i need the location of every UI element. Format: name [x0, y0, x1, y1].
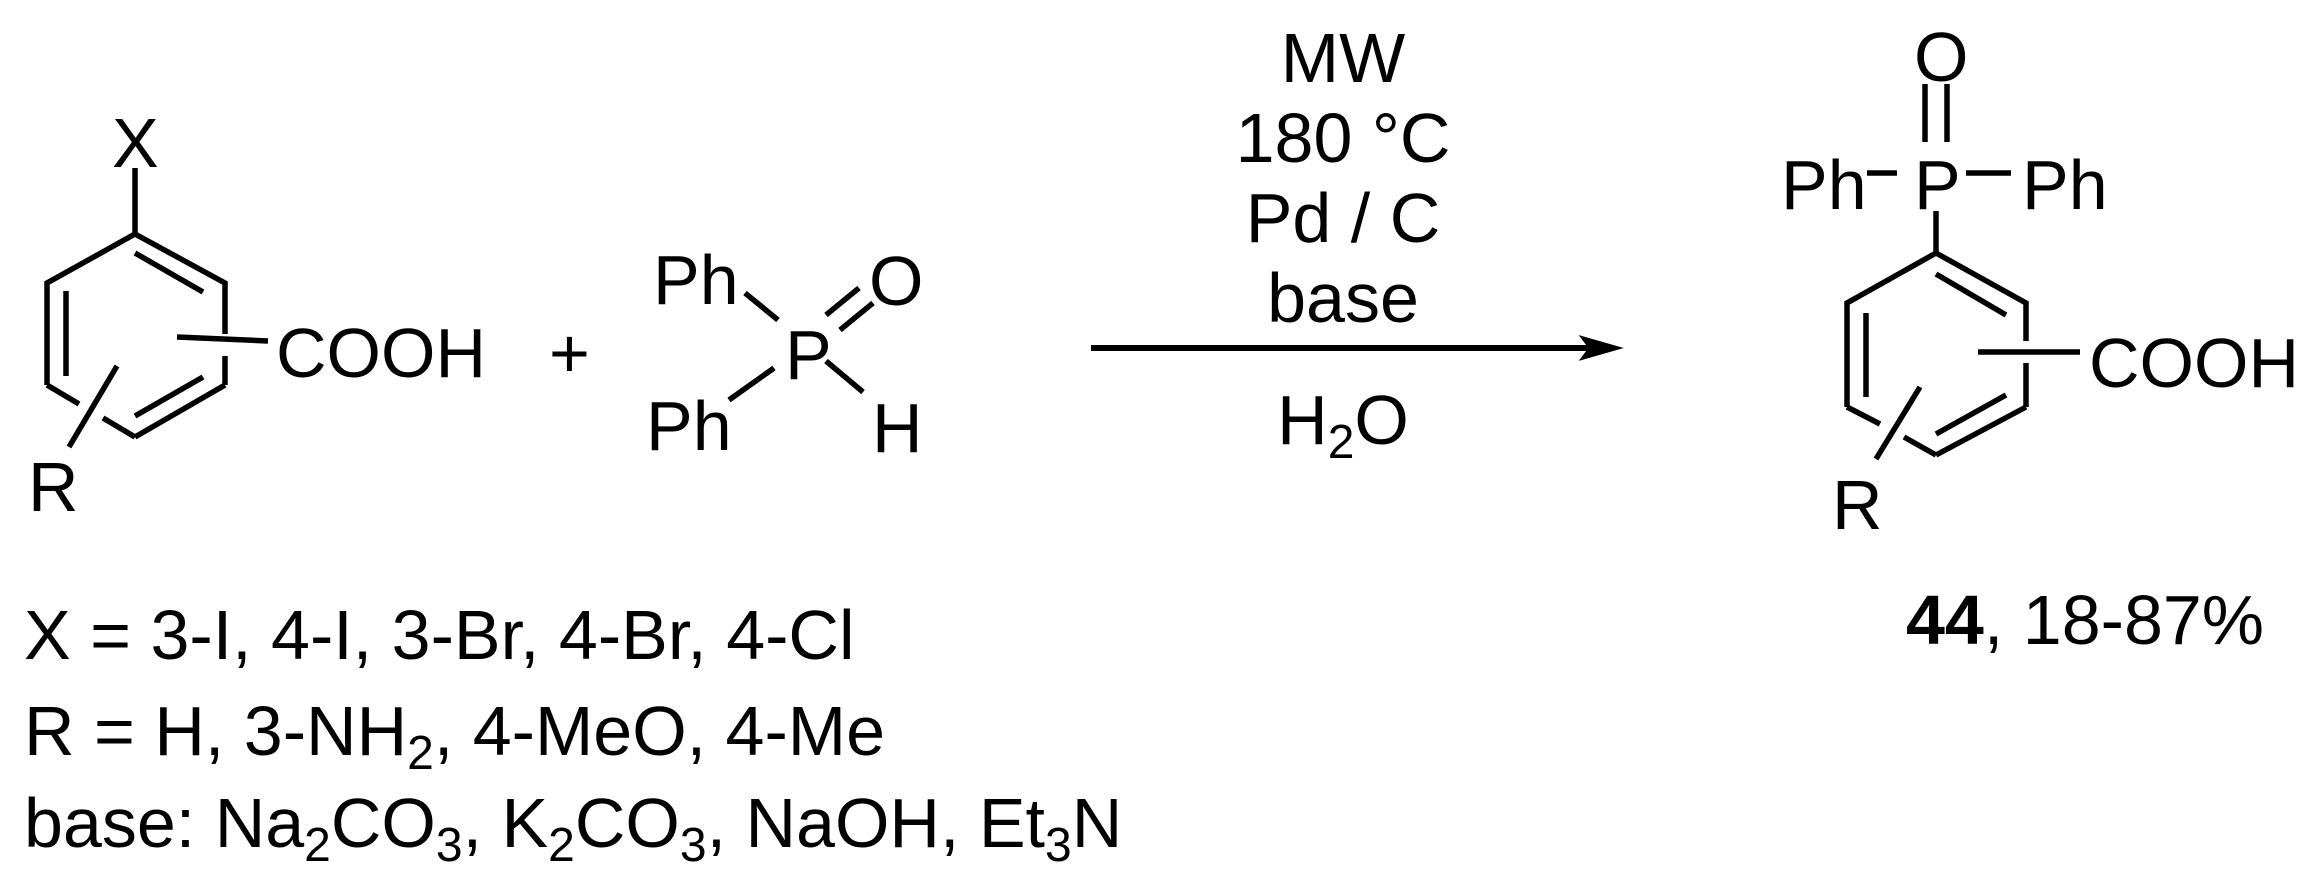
reaction-arrow	[1091, 335, 1624, 361]
r-line-subscript: 2	[407, 727, 434, 780]
base-line-part: , K	[462, 784, 549, 862]
solvent-h: H	[1277, 381, 1328, 459]
plus-sign: +	[549, 314, 590, 392]
legend-bases: base: Na2CO3, K2CO3, NaOH, Et3N	[24, 788, 1122, 870]
condition-microwave: MW	[1280, 19, 1406, 97]
base-line-part: base: Na	[24, 784, 305, 862]
product-r-label: R	[1832, 466, 1883, 544]
reactant1-r-label: R	[28, 448, 79, 526]
base-line-subscript: 3	[679, 819, 707, 872]
base-line-part: N	[1071, 784, 1123, 862]
reactant2-bonds	[727, 285, 875, 403]
reactant2-ph-bottom-label: Ph	[646, 387, 732, 465]
product-p-label: P	[1914, 146, 1961, 224]
base-line-subscript: 3	[435, 819, 463, 872]
reactant1-cooh-label: COOH	[276, 314, 486, 392]
yield-range: , 18-87%	[1983, 581, 2265, 659]
base-line-subscript: 2	[548, 819, 575, 872]
product-ph-left-label: Ph	[1781, 146, 1867, 224]
reactant1-ring	[44, 168, 269, 449]
solvent-subscript: 2	[1327, 416, 1355, 469]
reactant1-x-label: X	[112, 104, 159, 182]
legend-r-substituents: R = H, 3-NH2, 4-MeO, 4-Me	[24, 696, 885, 778]
solvent-o: O	[1354, 381, 1409, 459]
condition-catalyst: Pd / C	[1245, 179, 1441, 257]
base-line-part: , NaOH, Et	[706, 784, 1045, 862]
condition-solvent: H2O	[1143, 385, 1543, 467]
compound-number: 44	[1906, 581, 1984, 659]
base-line-part: CO	[574, 784, 680, 862]
reactant2-ph-top-label: Ph	[653, 241, 739, 319]
product-o-label: O	[1914, 18, 1969, 96]
legend-x-substituents: X = 3-I, 4-I, 3-Br, 4-Br, 4-Cl	[24, 596, 855, 674]
reactant2-p-label: P	[785, 316, 832, 394]
base-line-subscript: 2	[304, 819, 331, 872]
product-bonds	[1844, 84, 2080, 461]
r-line-post: , 4-MeO, 4-Me	[433, 692, 886, 770]
product-cooh-label: COOH	[2089, 324, 2299, 402]
product-caption: 44, 18-87%	[1906, 585, 2264, 655]
condition-temperature: 180 °C	[1235, 99, 1451, 177]
reactant2-h-label: H	[872, 389, 923, 467]
product-ph-right-label: Ph	[2022, 146, 2108, 224]
base-line-part: CO	[330, 784, 436, 862]
reactant2-o-label: O	[869, 242, 924, 320]
base-line-subscript: 3	[1045, 819, 1072, 872]
condition-base: base	[1267, 259, 1419, 337]
r-line-pre: R = H, 3-NH	[24, 692, 408, 770]
